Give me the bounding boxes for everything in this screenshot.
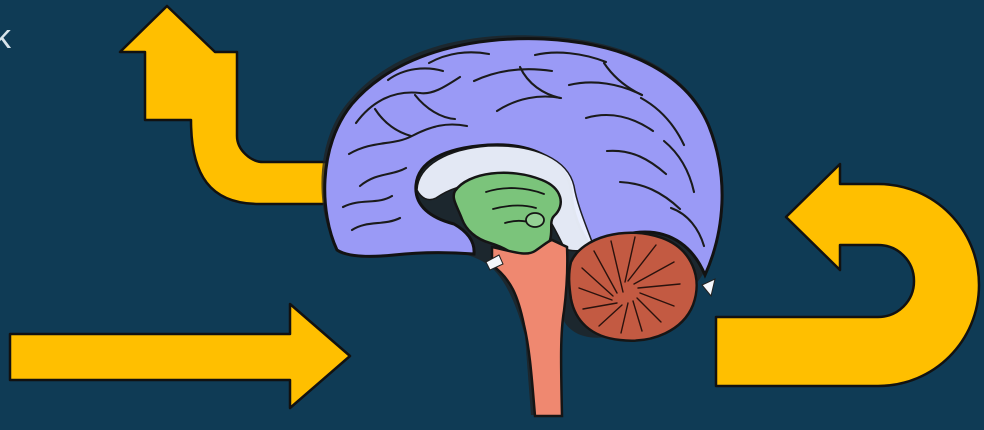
right-arrow — [10, 304, 350, 408]
u-turn-arrow — [716, 164, 979, 386]
cerebellum-white-accent — [702, 279, 715, 296]
edge-letter: k — [0, 20, 11, 54]
brain-illustration — [321, 35, 723, 416]
up-turn-arrow — [120, 6, 327, 204]
